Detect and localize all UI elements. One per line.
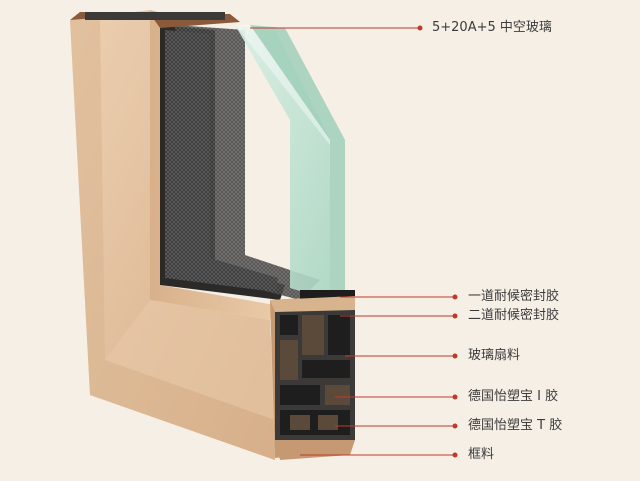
label-sash: 玻璃扇料 bbox=[468, 348, 521, 363]
insulated-glass bbox=[235, 25, 345, 300]
label-frame: 框料 bbox=[468, 447, 495, 462]
label-gasket-1: 德国怡塑宝 I 胶 bbox=[468, 389, 559, 404]
insect-screen bbox=[175, 25, 320, 300]
label-glass: 5+20A+5 中空玻璃 bbox=[432, 20, 552, 35]
profile-top-section bbox=[70, 12, 240, 28]
label-gasket-2: 德国怡塑宝 T 胶 bbox=[468, 418, 563, 433]
aluminium-cross-section bbox=[270, 290, 355, 460]
leader-lines bbox=[250, 25, 458, 458]
label-seal-2: 二道耐候密封胶 bbox=[468, 308, 560, 323]
label-seal-1: 一道耐候密封胶 bbox=[468, 289, 560, 304]
